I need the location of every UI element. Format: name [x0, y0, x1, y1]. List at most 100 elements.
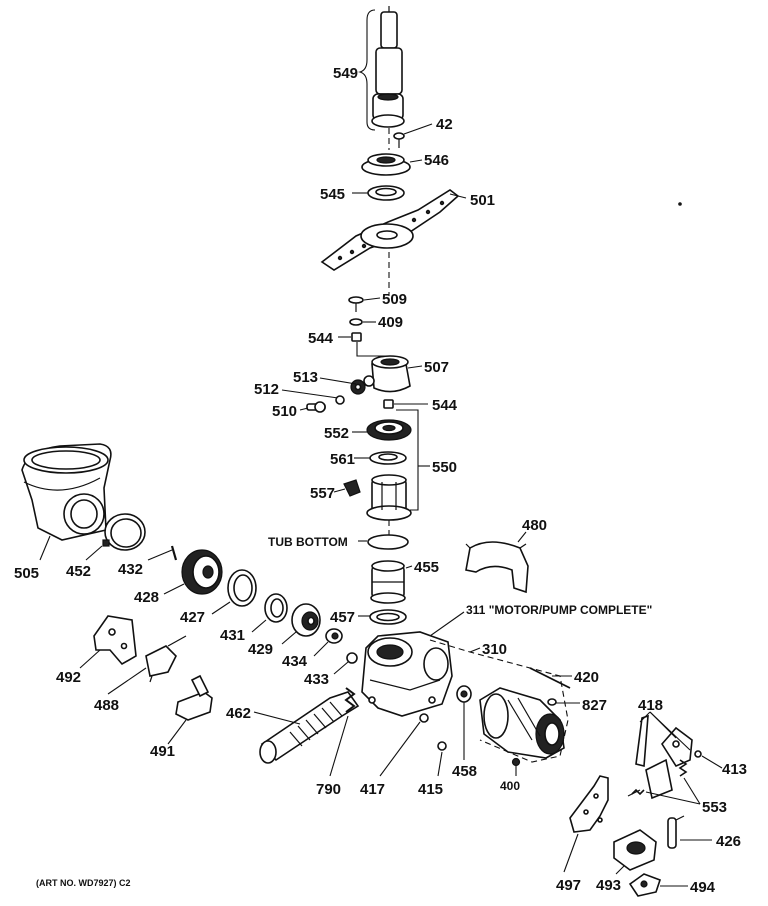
label-493: 493	[596, 877, 621, 894]
leader-553b	[645, 791, 701, 805]
part-509-screw	[348, 296, 364, 312]
leader-415	[437, 751, 443, 777]
leader-497	[563, 833, 579, 873]
part-434-nut	[325, 628, 343, 644]
leader-428	[163, 583, 185, 595]
speck	[678, 202, 682, 206]
part-790-spring	[344, 687, 356, 713]
leader-513	[319, 377, 357, 385]
part-418-switch	[627, 714, 693, 800]
part-400-nut	[511, 757, 521, 767]
leader-432	[147, 549, 173, 561]
part-549-tube	[371, 6, 405, 128]
part-505-filter-housing	[21, 443, 112, 541]
label-458: 458	[452, 763, 477, 780]
leader-557	[333, 488, 346, 493]
part-409-washer	[349, 318, 363, 326]
part-415-nut	[437, 741, 447, 751]
label-546: 546	[424, 152, 449, 169]
part-311-pump-body	[361, 631, 453, 717]
label-311: 311 "MOTOR/PUMP COMPLETE"	[466, 603, 652, 617]
label-512: 512	[254, 381, 279, 398]
part-491-bracket	[175, 674, 213, 721]
part-488-switch	[145, 635, 187, 683]
leader-311	[429, 611, 465, 637]
leader-462	[253, 711, 301, 725]
label-455: 455	[414, 559, 439, 576]
label-42: 42	[436, 116, 453, 133]
part-501-spray-arm	[320, 189, 460, 271]
part-480-cover	[465, 541, 529, 594]
leader-418a	[639, 711, 651, 723]
label-549: 549	[333, 65, 358, 82]
label-462: 462	[226, 705, 251, 722]
leader-42	[403, 123, 433, 135]
label-491: 491	[150, 743, 175, 760]
leader-433	[333, 661, 349, 675]
label-544b: 544	[432, 397, 458, 414]
leader-417	[379, 721, 421, 777]
part-561-ring	[369, 451, 407, 465]
tub-bottom-gasket	[367, 534, 409, 550]
label-427: 427	[180, 609, 205, 626]
label-452: 452	[66, 563, 91, 580]
label-428: 428	[134, 589, 159, 606]
label-480: 480	[522, 517, 547, 534]
part-492-bracket	[93, 615, 137, 666]
part-507-housing	[371, 355, 411, 393]
label-494: 494	[690, 879, 716, 896]
leader-553a	[683, 777, 701, 805]
label-492: 492	[56, 669, 81, 686]
label-434: 434	[282, 653, 308, 670]
label-552: 552	[324, 425, 349, 442]
leader-488	[107, 667, 147, 695]
label-tub-bottom: TUB BOTTOM	[268, 535, 348, 549]
leader-452	[85, 545, 103, 561]
part-42-screw	[393, 132, 405, 148]
part-433-washer	[346, 652, 358, 664]
leader-429	[281, 631, 297, 645]
leader-509	[363, 297, 381, 301]
part-impeller-assembly	[366, 474, 412, 521]
part-431-ring	[264, 593, 288, 623]
bracket-550	[396, 409, 419, 511]
part-458-bushing	[456, 685, 472, 703]
part-494-cap	[628, 873, 662, 897]
part-426-pin	[667, 815, 685, 849]
label-544a: 544	[308, 330, 334, 347]
part-510-screw	[306, 401, 326, 413]
leader-501	[449, 193, 467, 199]
label-557: 557	[310, 485, 335, 502]
leader-310	[469, 647, 481, 653]
brace-549	[358, 9, 376, 131]
label-505: 505	[14, 565, 39, 582]
label-457: 457	[330, 609, 355, 626]
leader-510	[299, 407, 309, 411]
label-433: 433	[304, 671, 329, 688]
part-545-ring	[367, 185, 405, 201]
part-557-clip	[343, 479, 361, 497]
label-497: 497	[556, 877, 581, 894]
part-457-gasket	[369, 609, 407, 625]
part-420-spring	[529, 667, 571, 689]
bracket-544	[356, 342, 389, 357]
part-544-nut-lower	[383, 399, 394, 409]
leader-512	[281, 389, 339, 399]
label-413: 413	[722, 761, 747, 778]
leader-491	[167, 719, 187, 745]
part-452-clamp	[102, 513, 146, 551]
leader-427	[211, 601, 231, 615]
label-420: 420	[574, 669, 599, 686]
part-827-screw	[547, 698, 557, 706]
leader-455	[405, 565, 413, 569]
label-561: 561	[330, 451, 355, 468]
part-546-cap	[361, 153, 411, 176]
label-507: 507	[424, 359, 449, 376]
leader-790	[329, 715, 349, 777]
label-827: 827	[582, 697, 607, 714]
label-550: 550	[432, 459, 457, 476]
part-512-pin	[335, 395, 345, 405]
label-400: 400	[500, 779, 520, 793]
label-509: 509	[382, 291, 407, 308]
leader-413	[701, 755, 723, 769]
